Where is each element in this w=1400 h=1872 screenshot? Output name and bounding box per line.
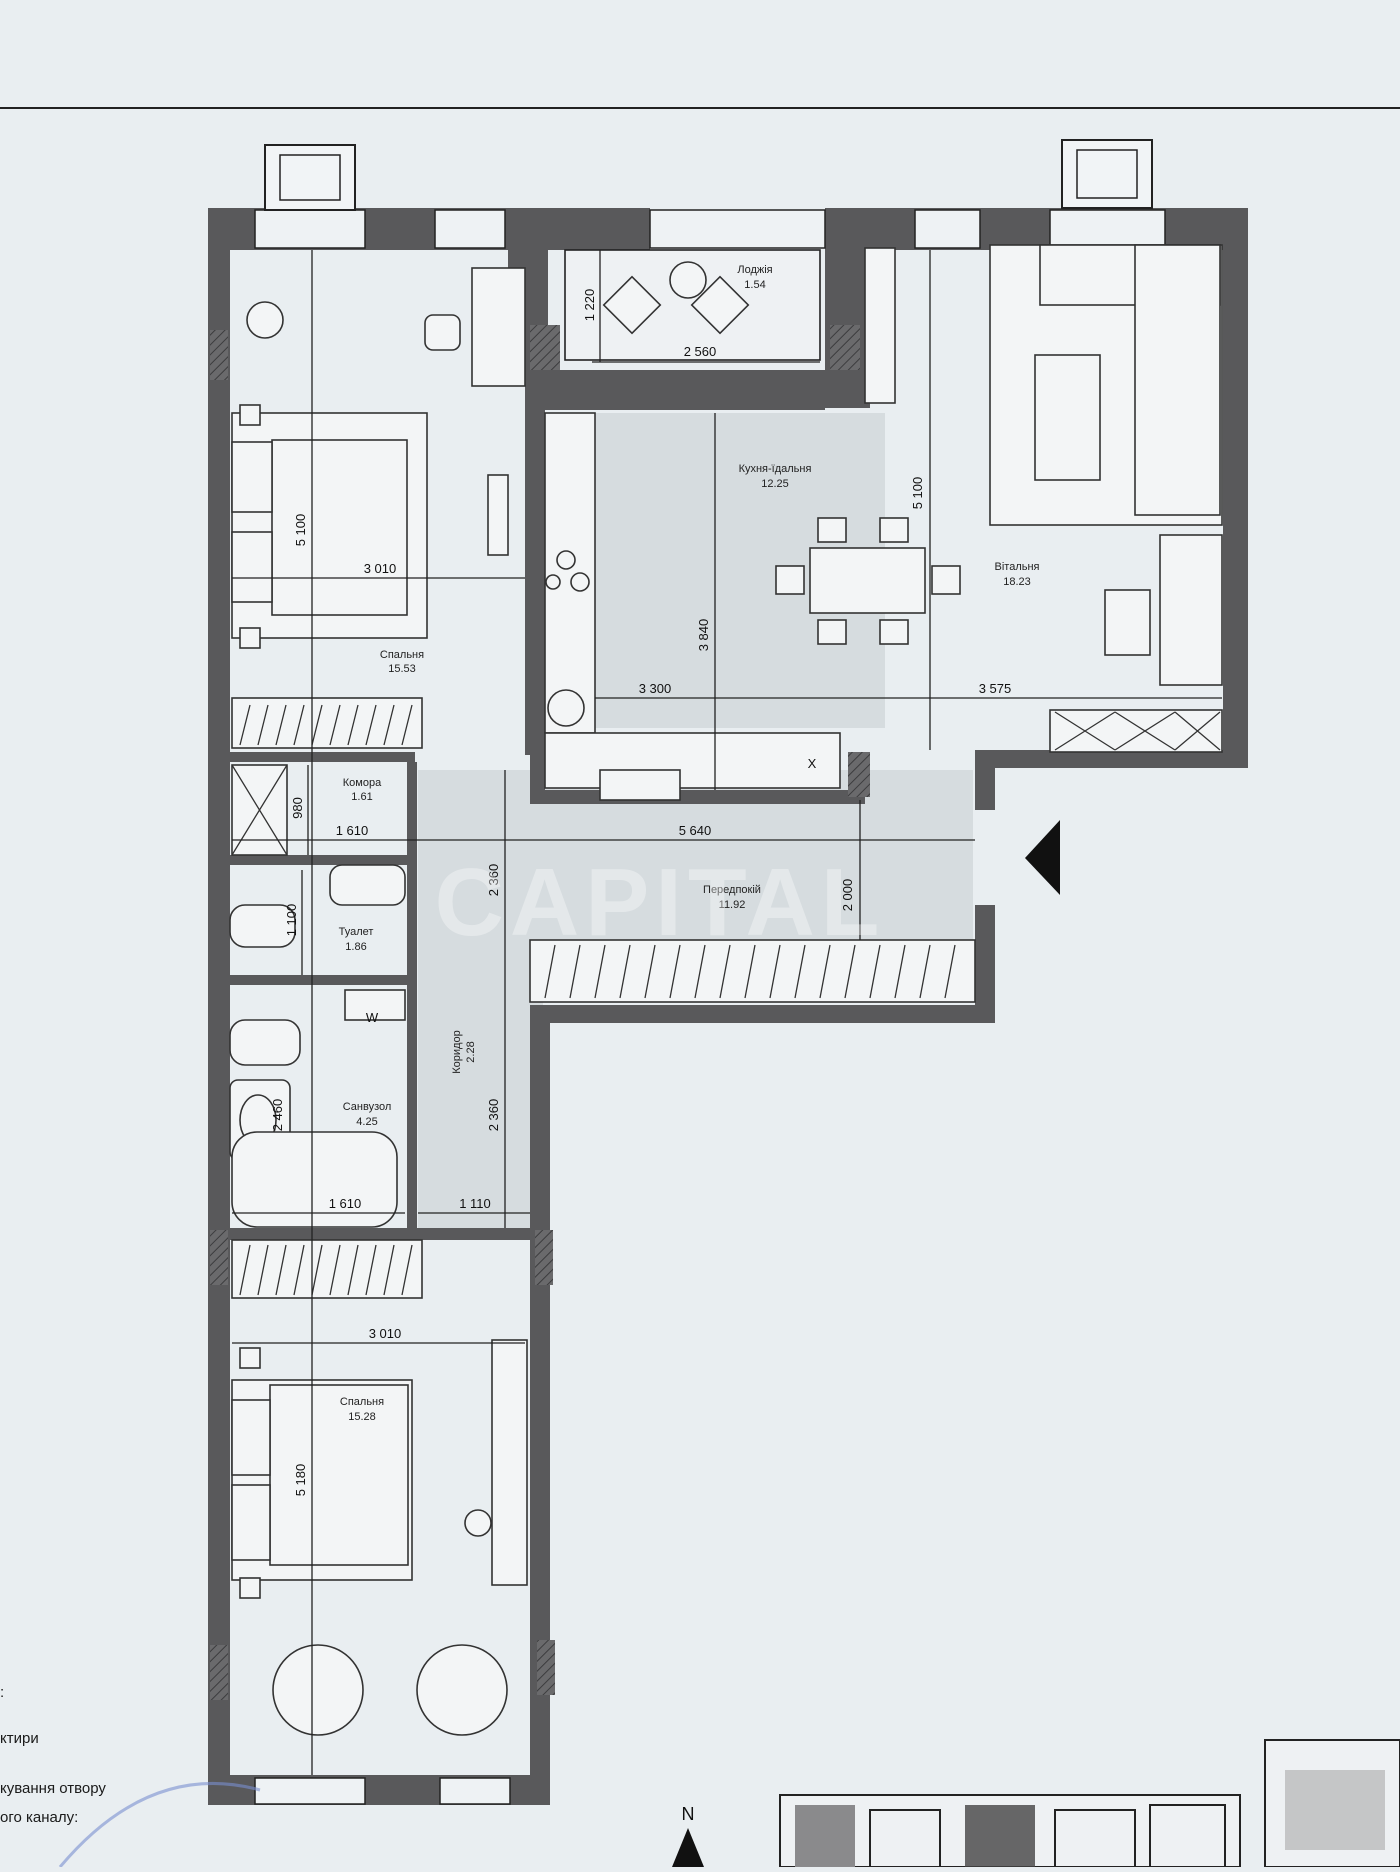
corridor-width: 1 110 (459, 1196, 491, 1211)
room-labels: Спальня 15.53 Лоджія 1.54 Кухня-їдальня … (339, 264, 1040, 1423)
windows (254, 139, 1166, 1805)
pantry-depth: 980 (290, 797, 305, 819)
hall-name: Передпокій (703, 884, 761, 896)
bedroom1-width: 3 010 (364, 561, 397, 576)
bathroom-furniture (229, 864, 406, 1228)
kitchen-depth: 3 840 (696, 619, 711, 652)
bathroom-width: 1 610 (329, 1196, 362, 1211)
loggia-furniture (564, 249, 821, 361)
bathroom-depth: 2 460 (270, 1099, 285, 1132)
watermark: CAPITAL (435, 849, 886, 956)
kitchen-name: Кухня-їдальня (739, 463, 812, 475)
bedroom1-length: 5 100 (293, 514, 308, 547)
tv-icon (487, 474, 509, 556)
hall-depth: 2 000 (840, 879, 855, 912)
side-notes: : ктири кування отвору ого каналу: (0, 1684, 261, 1868)
living-name: Вітальня (995, 561, 1040, 573)
bedroom2-width: 3 010 (369, 1326, 402, 1341)
bedroom1-area: 15.53 (388, 663, 416, 675)
bedroom1-name: Спальня (380, 649, 424, 661)
corridor-name: Коридор (451, 1030, 463, 1073)
corridor-depth: 2 360 (486, 1099, 501, 1132)
note-line-1: : (0, 1684, 4, 1701)
loggia-width: 2 560 (684, 344, 717, 359)
key-plan (779, 1739, 1400, 1868)
note-line-2: ктири (0, 1730, 39, 1747)
toilet-name: Туалет (339, 926, 374, 938)
kitchen-furniture (544, 412, 961, 801)
chair-icon (424, 314, 461, 351)
loggia-area: 1.54 (744, 279, 765, 291)
hall-length: 5 640 (679, 823, 712, 838)
kitchen-area: 12.25 (761, 478, 789, 490)
living-depth: 5 100 (910, 477, 925, 510)
bedroom2-area: 15.28 (348, 1411, 376, 1423)
plant-icon (246, 301, 284, 339)
bathroom-name: Санвузол (343, 1101, 392, 1113)
note-line-3: кування отвору (0, 1780, 106, 1797)
toilet-area: 1.86 (345, 941, 366, 953)
north-arrow-icon (672, 1828, 704, 1867)
floor-shading (418, 413, 973, 1230)
entrance-arrow-icon (1025, 820, 1060, 895)
living-area: 18.23 (1003, 576, 1031, 588)
note-line-4: ого каналу: (0, 1809, 78, 1826)
corridor-area: 2.28 (465, 1041, 477, 1062)
living-width: 3 575 (979, 681, 1012, 696)
kitchen-width: 3 300 (639, 681, 672, 696)
pantry-name: Комора (343, 777, 382, 789)
bedroom2-length: 5 180 (293, 1464, 308, 1497)
toilet-depth: 1 100 (284, 904, 299, 937)
pantry-area: 1.61 (351, 791, 372, 803)
bedroom2-name: Спальня (340, 1396, 384, 1408)
bedroom2-furniture (231, 1239, 528, 1736)
pantry-width: 1 610 (336, 823, 369, 838)
north-label: N (682, 1804, 695, 1824)
loggia-depth: 1 220 (582, 289, 597, 322)
hall-area: 11.92 (719, 899, 746, 911)
bedroom1-furniture (231, 267, 526, 749)
loggia-name: Лоджія (737, 264, 772, 276)
washer-mark: W (366, 1010, 379, 1025)
hall-left-depth: 2 360 (486, 864, 501, 897)
dimension-labels: 2 560 1 220 3 010 5 100 3 300 3 840 3 57… (270, 289, 1011, 1497)
living-furniture (864, 244, 1223, 753)
dimension-lines (232, 250, 1222, 1775)
stamp-arc (58, 1782, 261, 1868)
bathroom-area: 4.25 (356, 1116, 377, 1128)
north-arrow: N (672, 1804, 704, 1867)
fridge-mark: X (808, 756, 817, 771)
